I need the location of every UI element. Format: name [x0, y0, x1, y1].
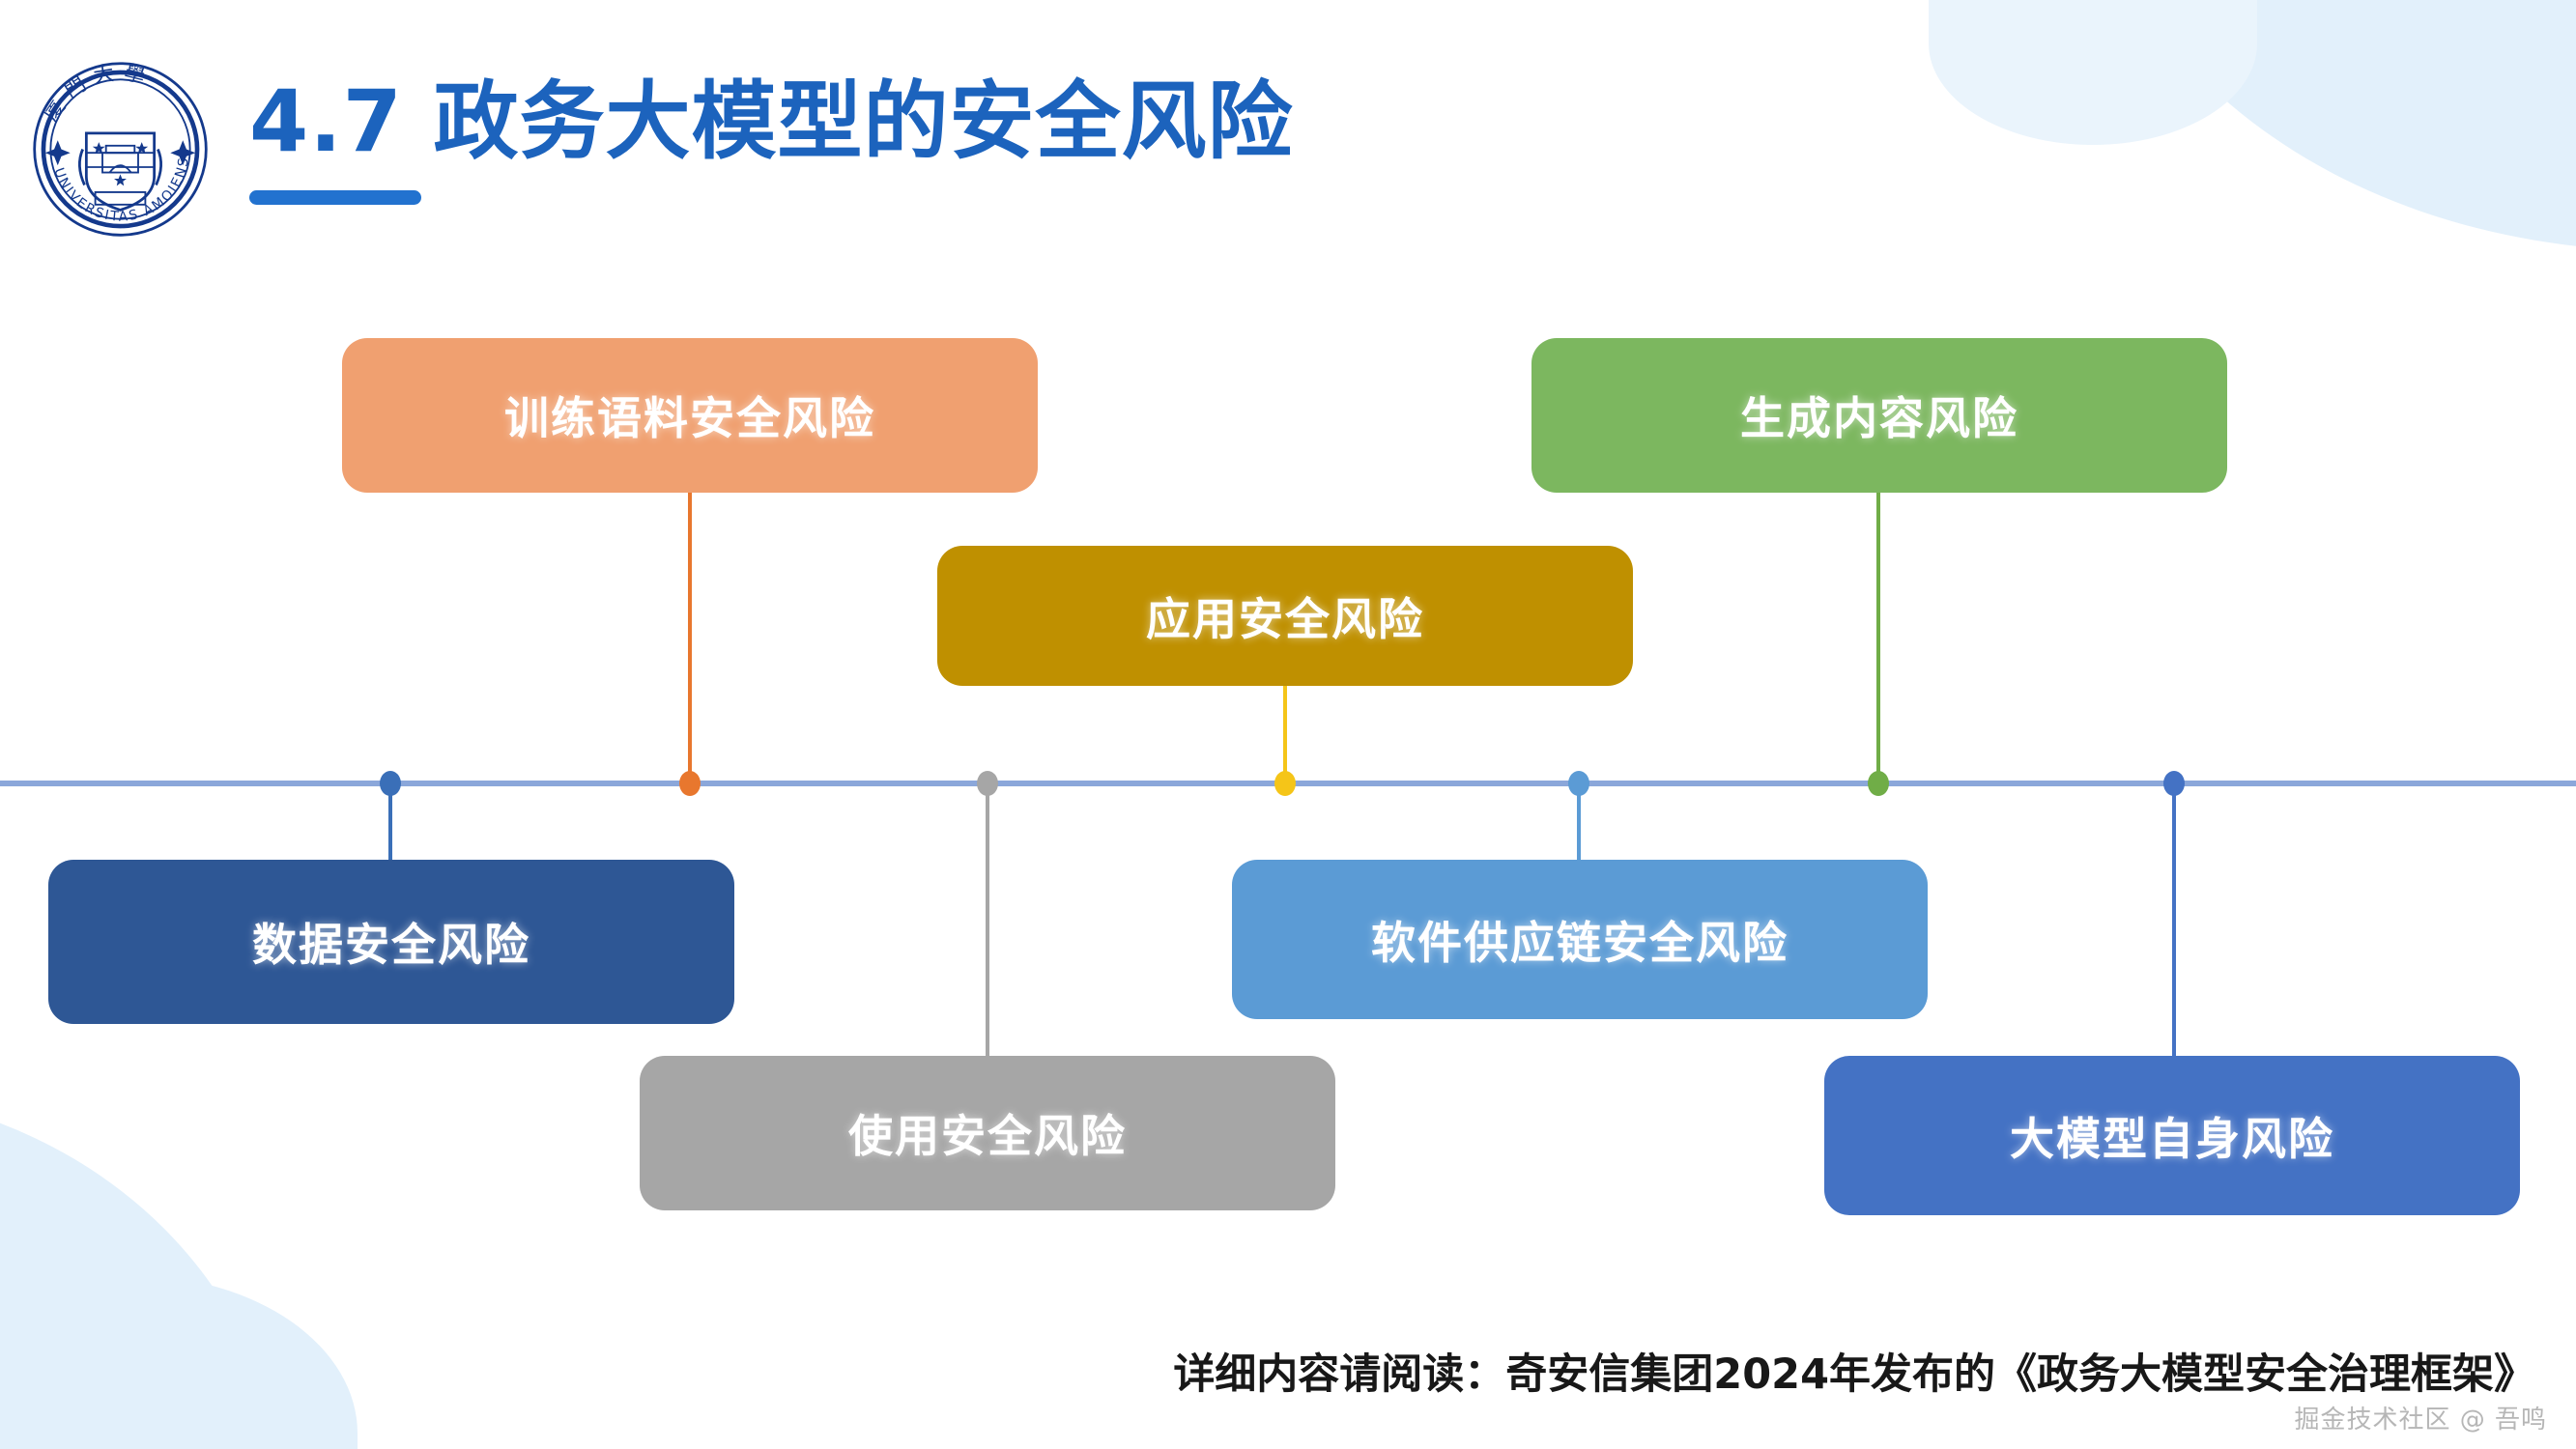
card-label: 软件供应链安全风险 — [1371, 916, 1789, 969]
card-label: 生成内容风险 — [1740, 392, 2018, 444]
card-model-itself[interactable]: 大模型自身风险 — [1824, 1056, 2520, 1215]
timeline-node-6[interactable] — [1868, 771, 1889, 796]
connector-line — [388, 781, 392, 860]
decor-blob-bottom-left-secondary — [0, 1275, 358, 1449]
connector-line — [1876, 493, 1880, 784]
connector-line — [1283, 686, 1287, 784]
watermark-text: 掘金技术社区 @ 吾鸣 — [2294, 1406, 2547, 1435]
card-application-security[interactable]: 应用安全风险 — [937, 546, 1633, 686]
card-label: 数据安全风险 — [252, 919, 530, 971]
timeline-node-3[interactable] — [977, 771, 998, 796]
timeline-node-2[interactable] — [679, 771, 701, 796]
card-training-corpus[interactable]: 训练语料安全风险 — [342, 338, 1038, 493]
footer-source-note: 详细内容请阅读：奇安信集团2024年发布的《政务大模型安全治理框架》 — [1173, 1350, 2535, 1399]
connector-line — [1577, 781, 1581, 860]
timeline-node-1[interactable] — [380, 771, 401, 796]
svg-text:厦門大學: 厦門大學 — [39, 60, 156, 126]
decor-blob-bottom-left — [0, 1092, 317, 1449]
timeline-node-5[interactable] — [1568, 771, 1589, 796]
slide-header: 厦門大學 UNIVERSITAS AMOIENSIS 4.7 政务大模型的安全风… — [0, 0, 2576, 290]
connector-line — [2172, 781, 2176, 1056]
card-software-supply-chain[interactable]: 软件供应链安全风险 — [1232, 860, 1928, 1019]
card-generated-content[interactable]: 生成内容风险 — [1531, 338, 2227, 493]
title-block: 4.7 政务大模型的安全风险 — [249, 71, 1294, 206]
card-label: 应用安全风险 — [1146, 592, 1424, 645]
connector-line — [688, 493, 692, 784]
title-underline — [249, 190, 421, 206]
card-usage-security[interactable]: 使用安全风险 — [640, 1056, 1335, 1210]
timeline-node-4[interactable] — [1274, 771, 1296, 796]
card-label: 大模型自身风险 — [2010, 1112, 2334, 1165]
card-data-security[interactable]: 数据安全风险 — [48, 860, 734, 1024]
card-label: 训练语料安全风险 — [504, 392, 875, 444]
page-title: 4.7 政务大模型的安全风险 — [249, 71, 1294, 171]
timeline-node-7[interactable] — [2163, 771, 2185, 796]
connector-line — [986, 781, 989, 1056]
card-label: 使用安全风险 — [848, 1110, 1127, 1162]
university-seal-icon: 厦門大學 UNIVERSITAS AMOIENSIS — [26, 48, 210, 239]
